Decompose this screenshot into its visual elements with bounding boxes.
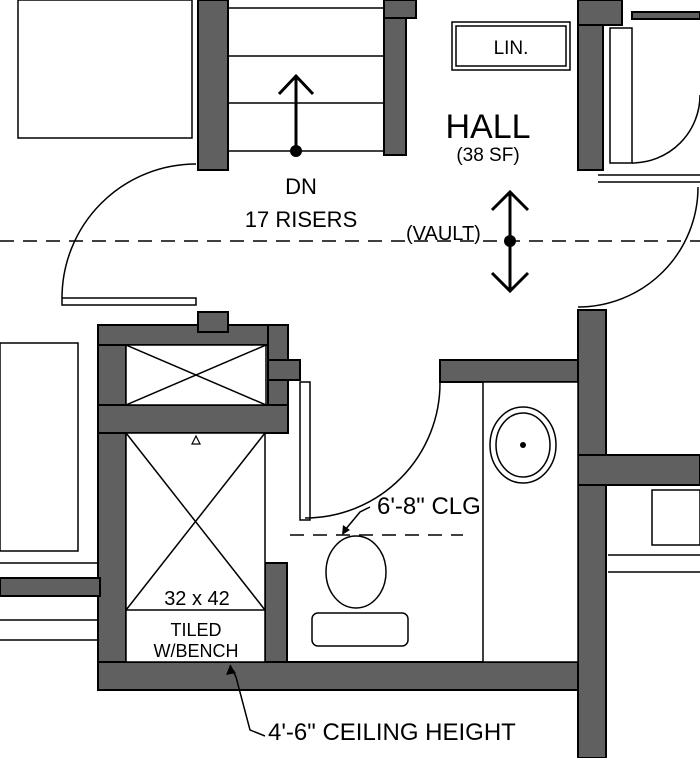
stair-direction-label: DN [285, 174, 317, 199]
vault-label: (VAULT) [406, 223, 481, 245]
linen-closet [451, 21, 571, 71]
clg-note-leader [344, 506, 371, 531]
hall-door-left-swing [61, 163, 197, 306]
clg-leader-arrow-icon [342, 525, 350, 535]
shower-tiled-label: TILED [170, 620, 221, 640]
adjacent-room-top-left [17, 0, 193, 139]
vanity [482, 381, 579, 663]
hall-name-label: HALL [445, 108, 530, 146]
stair-direction-arrow-icon [277, 73, 315, 157]
closet-door-top-right [609, 27, 700, 164]
adjacent-room-left [0, 342, 98, 641]
stair-risers-label: 17 RISERS [245, 207, 358, 232]
staircase [228, 7, 384, 152]
adjacent-room-right [608, 489, 700, 573]
bath-door-swing [299, 381, 441, 521]
ceiling-clg-label: 6'-8" CLG [377, 493, 481, 520]
toilet-icon [311, 535, 409, 647]
shower [125, 432, 266, 663]
hall-area-label: (38 SF) [456, 145, 519, 166]
shower-bench-label: W/BENCH [154, 641, 239, 661]
storage-box [125, 344, 267, 406]
linen-label: LIN. [494, 38, 529, 59]
hall-door-right-swing [577, 174, 700, 308]
shower-drain-icon [191, 434, 201, 445]
vault-double-arrow-icon [490, 189, 530, 294]
leader-arrow-icon [226, 665, 236, 675]
shower-size-label: 32 x 42 [164, 588, 230, 610]
ceiling-height-note: 4'-6" CEILING HEIGHT [268, 719, 516, 746]
